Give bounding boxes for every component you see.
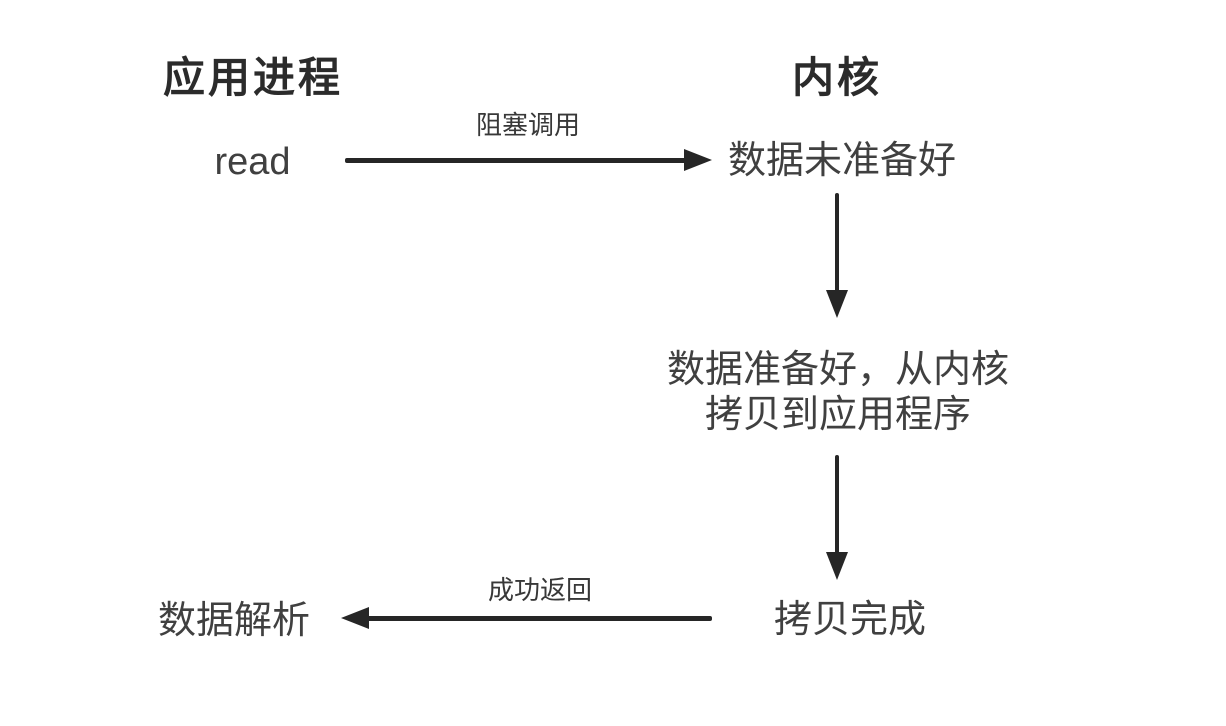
column-title-kernel: 内核 (792, 54, 883, 101)
column-title-app-process: 应用进程 (163, 54, 344, 101)
node-data-parse: 数据解析 (158, 600, 311, 642)
node-data-not-ready: 数据未准备好 (728, 140, 957, 182)
arrowhead-right-icon (684, 149, 712, 171)
edge-label-blocking-call: 阻塞调用 (475, 110, 580, 140)
node-read: read (214, 141, 291, 183)
arrowhead-left-icon (341, 607, 369, 629)
edge-label-success-return: 成功返回 (487, 575, 592, 605)
node-data-ready: 数据准备好，从内核 拷贝到应用程序 (638, 348, 1038, 438)
node-data-ready-line2: 拷贝到应用程序 (704, 394, 971, 436)
arrowhead-down-icon-2 (826, 552, 848, 580)
node-copy-done: 拷贝完成 (773, 599, 926, 641)
arrowhead-down-icon (826, 290, 848, 318)
edge-wait-line (835, 193, 839, 292)
edge-success-return-line (367, 616, 712, 621)
node-data-ready-line1: 数据准备好，从内核 (666, 349, 1009, 391)
edge-copy-line (835, 455, 839, 554)
edge-blocking-call-line (345, 158, 687, 163)
